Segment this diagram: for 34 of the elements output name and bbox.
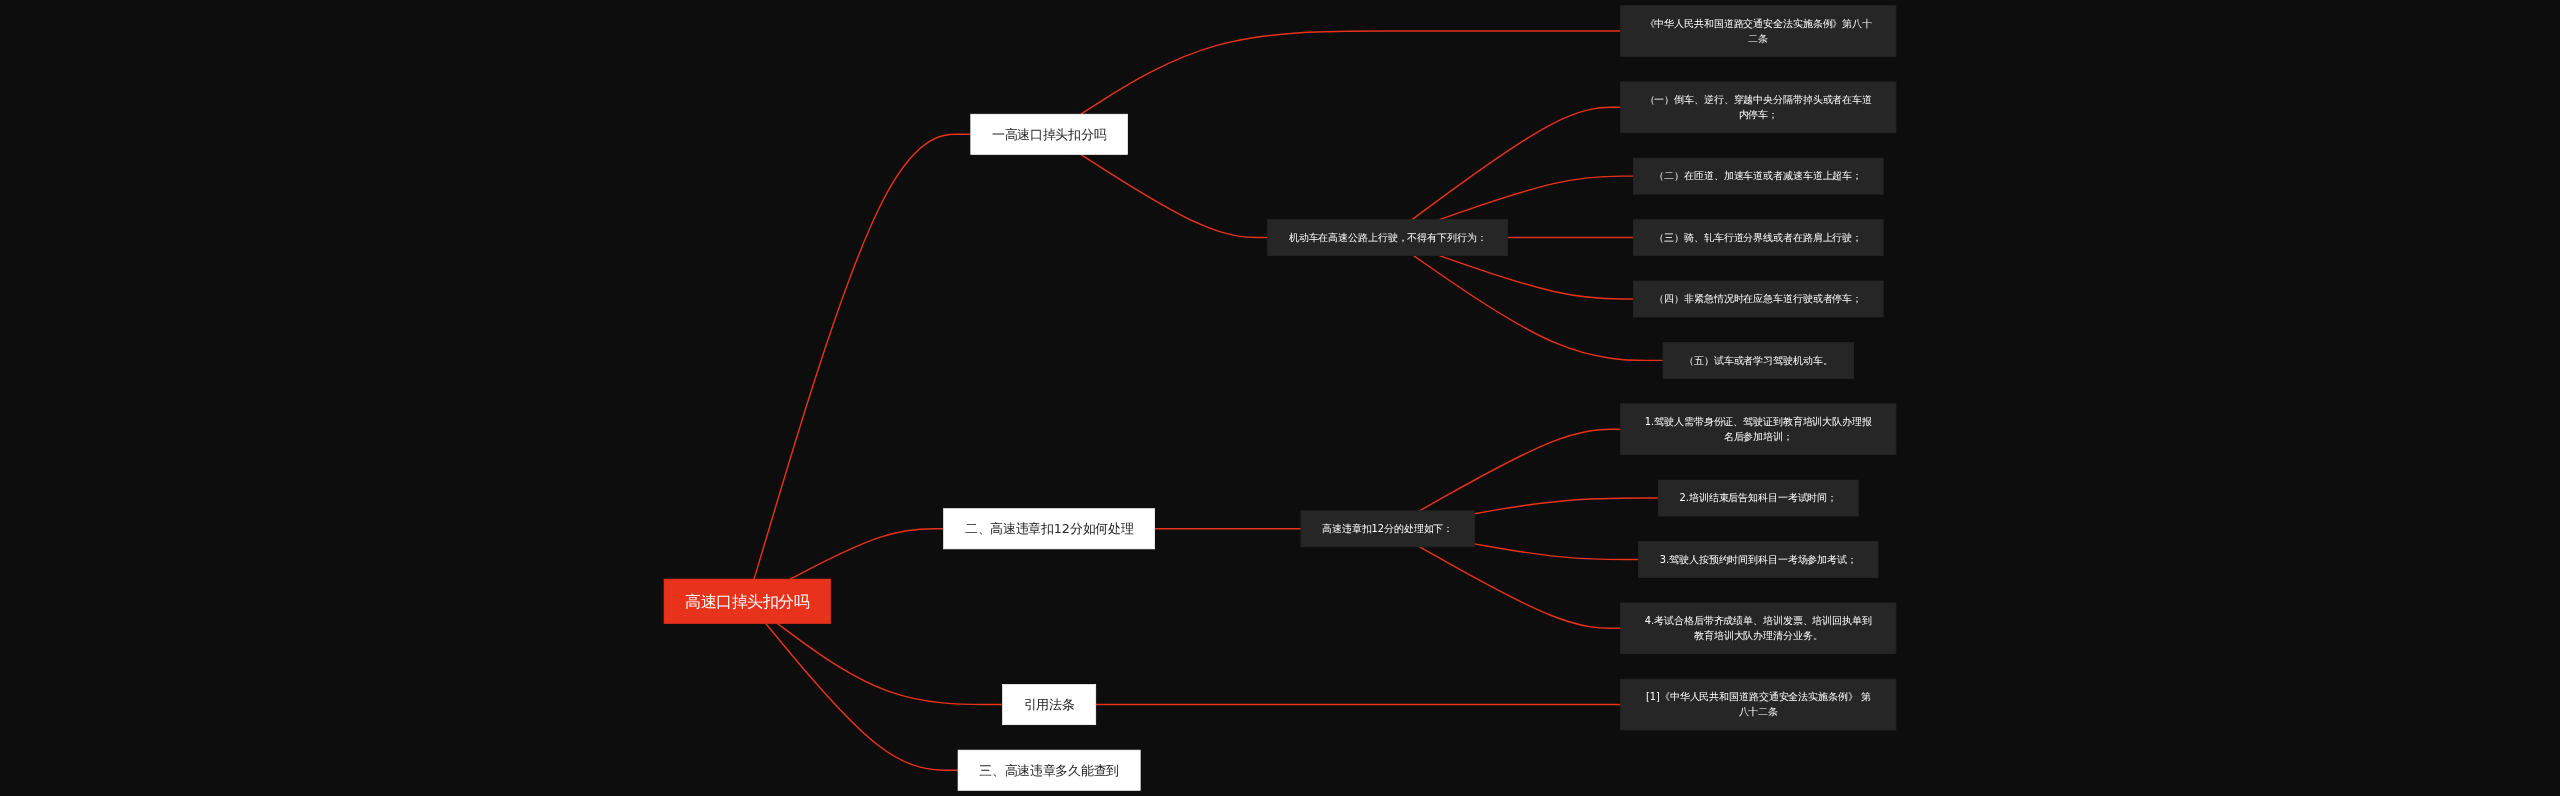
connector (1412, 254, 1664, 362)
node-box: 高速口掉头扣分吗 (663, 578, 832, 624)
node-box: [1]《中华人民共和国道路交通安全法实施条例》 第八十二条 (1620, 678, 1897, 731)
node-box: （五）试车或者学习驾驶机动车。 (1662, 342, 1854, 379)
connector (1506, 236, 1634, 239)
node-box: 高速违章扣12分的处理如下： (1300, 510, 1475, 548)
node-box: 引用法条 (1002, 684, 1097, 726)
connector (1418, 428, 1622, 512)
node-box: （二）在匝道、加速车道或者减速车道上超车； (1632, 157, 1884, 195)
connector (1153, 528, 1302, 530)
connector (765, 622, 959, 771)
connector (1411, 106, 1622, 221)
connector (1473, 497, 1659, 515)
connector (1418, 546, 1622, 630)
node-box: 3.驾驶人按预约时间到科目一考场参加考试； (1638, 541, 1879, 578)
node-box: 《中华人民共和国道路交通安全法实施条例》第八十二条 (1620, 5, 1897, 57)
node-box: （一）倒车、逆行、穿越中央分隔带掉头或者在车道内停车； (1620, 81, 1897, 134)
node-box: 4.考试合格后带齐成绩单、培训发票、培训回执单到教育培训大队办理清分业务。 (1620, 602, 1897, 655)
node-box: 一高速口掉头扣分吗 (970, 113, 1128, 155)
connector (1473, 543, 1640, 561)
connector (1438, 254, 1634, 300)
connector (1080, 30, 1622, 115)
node-box: 2.培训结束后告知科目一考试时间； (1657, 479, 1859, 517)
node-box: 二、高速违章扣12分如何处理 (943, 508, 1155, 550)
node-box: （四）非紧急情况时在应急车道行驶或者停车； (1632, 280, 1884, 318)
connector (776, 622, 1004, 706)
connector (1080, 153, 1269, 239)
node-box: （三）骑、轧车行道分界线或者在路肩上行驶； (1632, 219, 1884, 256)
connector (1095, 703, 1622, 706)
node-box: 机动车在高速公路上行驶，不得有下列行为： (1267, 219, 1508, 256)
node-box: 三、高速违章多久能查到 (957, 749, 1141, 791)
node-box: 1.驾驶人需带身份证、驾驶证到教育培训大队办理报名后参加培训； (1620, 403, 1897, 455)
connector (789, 528, 945, 580)
connector (753, 133, 972, 580)
